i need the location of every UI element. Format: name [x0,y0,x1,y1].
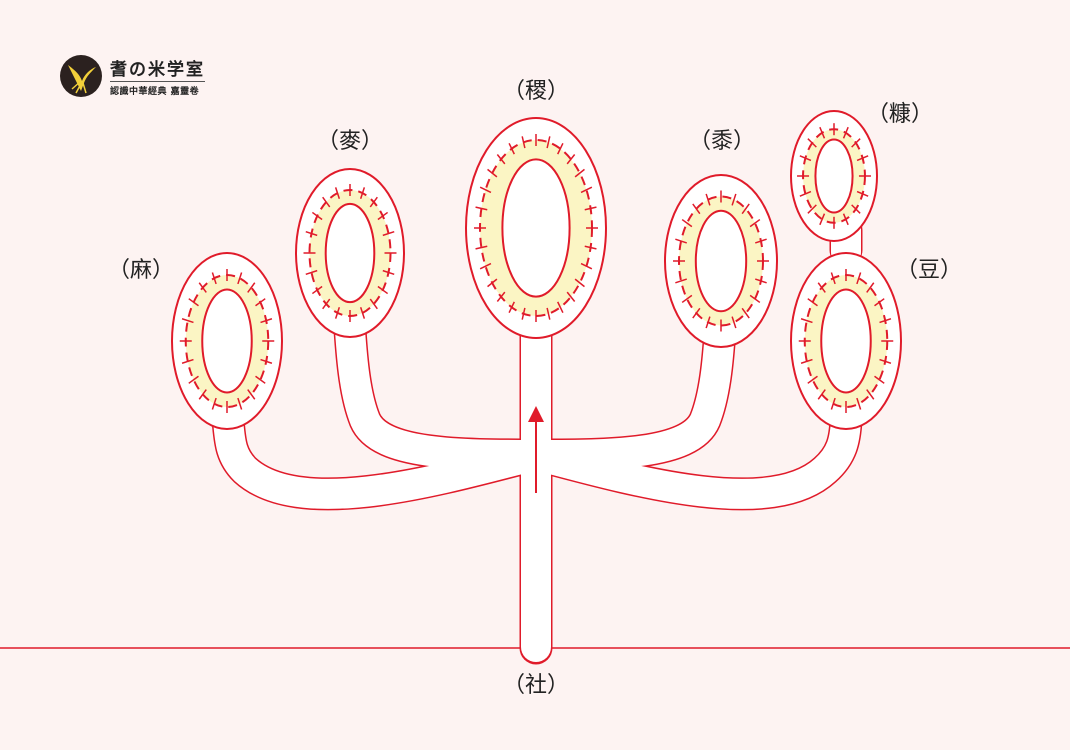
label-dou: （豆） [896,258,962,283]
label-shu: （黍） [689,129,755,154]
logo-subtitle: 認識中華經典 嘉靈卷 [110,87,200,97]
pod-ma [171,252,283,430]
pod-mai [295,168,405,338]
up-arrow-icon [528,406,544,493]
branch-tubes [211,213,863,665]
label-kang: （糠） [867,102,933,127]
pod-shu [664,174,778,348]
pod-dou [790,252,902,430]
logo-title: 耆の米学室 [110,55,205,82]
pod-ji [465,117,607,339]
label-mai: （麥） [317,129,383,154]
label-ma: （麻） [108,258,174,283]
logo: 耆の米学室 認識中華經典 嘉靈卷 [60,55,205,97]
label-she: （社） [503,673,569,698]
grain-pods [171,110,902,430]
bird-logo-icon [60,55,102,97]
label-ji: （稷） [503,79,569,104]
pod-kang [790,110,878,242]
